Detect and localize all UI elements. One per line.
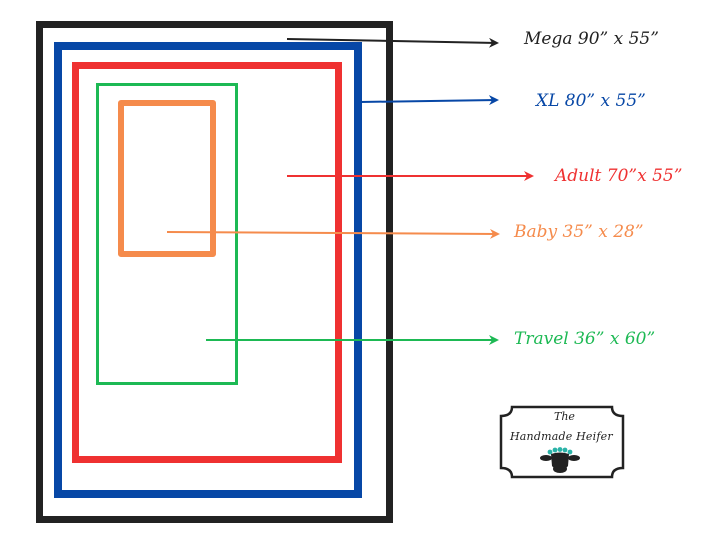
baby-rectangle: [118, 100, 216, 257]
mega-label: Mega 90” x 55”: [524, 29, 659, 49]
travel-label: Travel 36” x 60”: [514, 329, 656, 349]
baby-label: Baby 35” x 28”: [514, 222, 644, 242]
logo-the-text: The: [554, 410, 575, 423]
xl-label: XL 80” x 55”: [536, 91, 646, 111]
adult-rectangle: [72, 62, 342, 463]
mega-rectangle: [36, 21, 393, 523]
xl-rectangle: [54, 42, 362, 498]
brand-logo: The Handmade Heifer: [498, 404, 626, 480]
cow-head-icon: [540, 447, 580, 473]
adult-label: Adult 70”x 55”: [555, 166, 683, 186]
logo-name-text: Handmade Heifer: [510, 430, 613, 443]
